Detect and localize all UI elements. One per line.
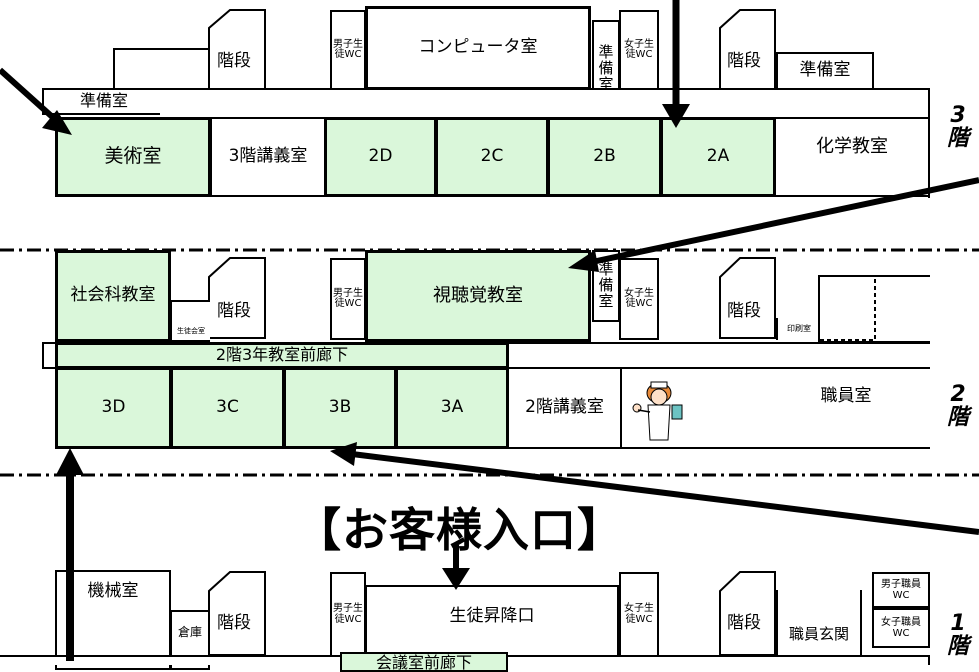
3f-stairs-right-label: 階段: [727, 51, 761, 71]
3f-stairs-left-label: 階段: [217, 51, 251, 71]
3f-boys-wc: 男子生徒WC: [330, 10, 366, 90]
3f-room-2d[interactable]: 2D: [324, 117, 437, 197]
1f-staff-girls-wc: 女子職員WC: [872, 608, 930, 648]
2f-boys-wc: 男子生徒WC: [330, 258, 366, 340]
2f-room-3a[interactable]: 3A: [395, 367, 509, 449]
2f-corridor-3rd-year: 2階3年教室前廊下: [55, 342, 509, 369]
3f-corridor-outline: [160, 88, 930, 118]
3f-chem-room[interactable]: 化学教室: [774, 117, 930, 197]
2f-staff-room[interactable]: 職員室: [620, 367, 930, 449]
floor-label-1: 1階: [946, 611, 969, 660]
1f-staff-entrance[interactable]: 職員玄関: [776, 590, 862, 657]
2f-girls-wc: 女子生徒WC: [619, 258, 659, 340]
2f-room-3c[interactable]: 3C: [170, 367, 285, 449]
1f-girls-wc: 女子生徒WC: [619, 572, 659, 657]
floor-label-3: 3階: [946, 103, 969, 152]
1f-stairs-right-label: 階段: [727, 613, 761, 633]
2f-print-room: 印刷室: [776, 318, 820, 340]
2f-staff-annex: [818, 275, 930, 343]
2f-social-room[interactable]: 社会科教室: [55, 250, 171, 342]
3f-room-2b[interactable]: 2B: [547, 117, 662, 197]
2f-av-room[interactable]: 視聴覚教室: [365, 250, 591, 342]
3f-girls-wc: 女子生徒WC: [619, 10, 659, 90]
floor-label-2: 2階: [946, 382, 969, 431]
2f-junbi-mid: 準備室: [592, 250, 620, 322]
3f-room-2c[interactable]: 2C: [435, 117, 549, 197]
3f-junbi-left: 準備室: [42, 88, 166, 115]
3f-junbi-right: 準備室: [776, 52, 874, 90]
2f-stairs-left-label: 階段: [217, 301, 251, 321]
2f-student-council: 生徒会室: [170, 300, 210, 342]
2f-lecture-room[interactable]: 2階講義室: [507, 367, 622, 449]
3f-room-2a[interactable]: 2A: [660, 117, 776, 197]
1f-corridor-meeting: 会議室前廊下: [340, 652, 508, 672]
1f-staff-boys-wc: 男子職員WC: [872, 572, 930, 608]
2f-room-3d[interactable]: 3D: [55, 367, 172, 449]
1f-boys-wc: 男子生徒WC: [330, 572, 366, 657]
3f-junbi-left-label: 準備室: [79, 91, 128, 111]
2f-stairs-right-label: 階段: [727, 301, 761, 321]
1f-machine-room[interactable]: 機械室: [55, 570, 171, 670]
3f-lecture-room[interactable]: 3階講義室: [210, 117, 326, 197]
3f-junbi-left-upper: [113, 48, 213, 90]
2f-room-3b[interactable]: 3B: [283, 367, 397, 449]
entrance-title: 【お客様入口】: [295, 503, 624, 557]
3f-right-wall: [928, 88, 930, 198]
1f-stairs-left-label: 階段: [217, 613, 251, 633]
1f-entrance-hall[interactable]: 生徒昇降口: [365, 585, 619, 657]
3f-computer-room[interactable]: コンピュータ室: [365, 6, 591, 90]
3f-art-room[interactable]: 美術室: [55, 117, 211, 197]
